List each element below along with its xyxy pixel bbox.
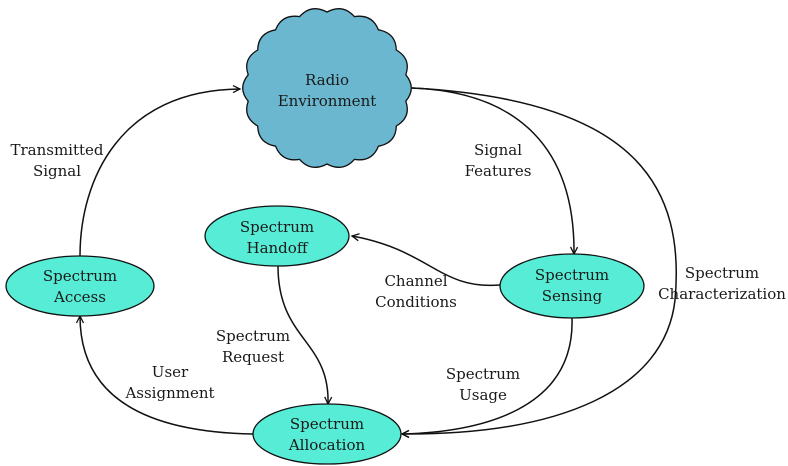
spectrum-handoff-ellipse — [204, 205, 350, 267]
label-characterization-line1: Spectrum — [685, 264, 759, 282]
label-signal-features-line2: Features — [465, 162, 532, 180]
edges — [75, 84, 677, 439]
spectrum-allocation-line1: Spectrum — [290, 415, 364, 433]
node-radio-environment: Radio Environment — [242, 8, 412, 168]
radio-environment-line2: Environment — [278, 92, 377, 110]
cloud-shape — [242, 8, 412, 168]
label-spectrum-usage-line1: Spectrum — [446, 365, 520, 383]
node-spectrum-sensing: Spectrum Sensing — [499, 253, 645, 319]
label-characterization-line2: Characterization — [658, 285, 786, 303]
label-channel-conditions-line1: Channel — [384, 272, 447, 290]
label-transmitted-line1: Transmitted — [10, 141, 103, 159]
label-channel-conditions-line2: Conditions — [375, 293, 457, 311]
radio-environment-line1: Radio — [305, 71, 349, 89]
label-transmitted-line2: Signal — [33, 162, 81, 180]
edge-spectrum-request — [277, 265, 333, 406]
spectrum-access-line2: Access — [53, 288, 106, 306]
edge-user-assignment — [75, 314, 254, 435]
spectrum-handoff-line2: Handoff — [247, 239, 309, 257]
spectrum-sensing-ellipse — [499, 253, 645, 319]
edge-spectrum-characterization — [400, 87, 677, 439]
spectrum-access-ellipse — [5, 255, 155, 317]
edge-labels: Transmitted Signal Signal Features Spect… — [10, 141, 786, 404]
spectrum-sensing-line2: Sensing — [542, 287, 603, 305]
label-user-assignment-line2: Assignment — [124, 384, 214, 402]
spectrum-handoff-line1: Spectrum — [240, 218, 314, 236]
label-signal-features-line1: Signal — [474, 141, 522, 159]
label-spectrum-request-line2: Request — [222, 348, 284, 366]
label-user-assignment-line1: User — [152, 363, 189, 381]
node-spectrum-allocation: Spectrum Allocation — [252, 403, 402, 465]
edge-spectrum-usage — [400, 317, 573, 438]
spectrum-allocation-line2: Allocation — [288, 436, 366, 454]
edge-channel-conditions — [350, 233, 501, 287]
spectrum-allocation-ellipse — [252, 403, 402, 465]
nodes: Radio Environment Spectrum Handoff Spect… — [5, 8, 645, 465]
spectrum-sensing-line1: Spectrum — [535, 266, 609, 284]
spectrum-access-line1: Spectrum — [43, 267, 117, 285]
edge-signal-features — [411, 87, 579, 256]
label-spectrum-request-line1: Spectrum — [216, 327, 290, 345]
node-spectrum-handoff: Spectrum Handoff — [204, 205, 350, 267]
edge-transmitted-signal — [79, 84, 242, 257]
node-spectrum-access: Spectrum Access — [5, 255, 155, 317]
label-spectrum-usage-line2: Usage — [459, 386, 507, 404]
